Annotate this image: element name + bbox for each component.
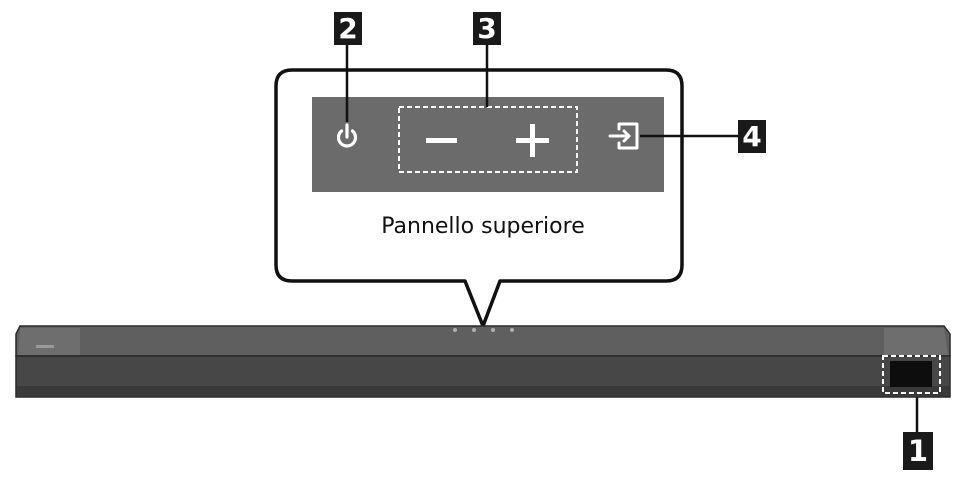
- brand-mark: [36, 345, 54, 348]
- minus-icon: [426, 138, 457, 143]
- top-button-dot: [453, 328, 457, 332]
- soundbar: [15, 325, 951, 398]
- soundbar-front-shade: [17, 386, 949, 396]
- callout-badge-3: 3: [473, 12, 501, 45]
- soundbar-left-cap: [18, 328, 80, 355]
- svg-text:4: 4: [742, 120, 761, 153]
- svg-text:1: 1: [908, 434, 928, 468]
- callout-badge-2: 2: [334, 12, 362, 45]
- soundbar-right-cap: [884, 328, 948, 355]
- display-dashed-box: [882, 355, 941, 394]
- power-icon: [336, 123, 358, 148]
- display-window: [890, 361, 932, 387]
- callout-badge-4: 4: [738, 120, 766, 153]
- top-button-dot: [472, 328, 476, 332]
- source-input-icon: [608, 122, 639, 150]
- top-button-dot: [510, 328, 514, 332]
- top-button-dot: [491, 328, 495, 332]
- plus-icon: [516, 124, 549, 157]
- top-panel-strip: [312, 97, 664, 192]
- callout-badge-1: 1: [903, 432, 933, 470]
- panel-caption: Pannello superiore: [381, 214, 584, 239]
- soundbar-top-surface: [15, 325, 951, 357]
- svg-text:2: 2: [338, 12, 357, 45]
- svg-text:3: 3: [477, 12, 496, 45]
